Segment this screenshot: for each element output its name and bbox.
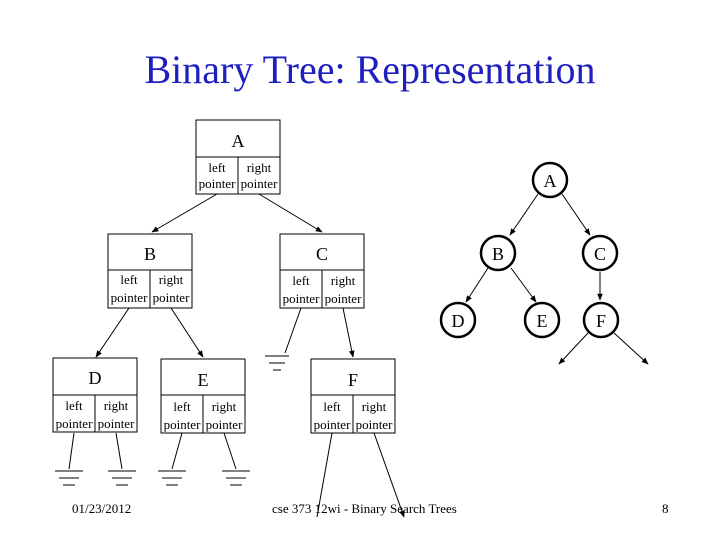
edge-A-C [561,193,591,236]
node-label-A: A [232,131,245,151]
edge-A-B [509,193,539,236]
node-label-B: B [144,244,156,264]
slide-title: Binary Tree: Representation [144,47,596,92]
edge-F-left [558,332,589,365]
tree-node-C: C [581,234,619,272]
tree-node-D: D [439,301,477,339]
pointer-A-to-C [258,193,323,233]
edge-B-E [510,267,537,303]
null-pointer-icon [108,432,136,486]
tree-node-B: B [479,234,517,272]
edge-F-right [613,332,649,365]
right-pointer-label: pointer [153,290,190,305]
right-pointer-label: right [159,272,184,287]
right-pointer-label: pointer [206,417,243,432]
node-label-E: E [198,370,209,390]
null-pointer-icon [265,307,302,371]
footer-course: cse 373 12wi - Binary Search Trees [272,501,457,516]
left-pointer-label: left [208,160,226,175]
tree-nodes: A B C D E F [439,161,620,339]
node-box-A: A left pointer right pointer [195,119,281,195]
null-pointer-icon [158,432,186,486]
right-pointer-label: right [247,160,272,175]
left-pointer-label: pointer [314,417,351,432]
svg-text:E: E [537,311,548,331]
right-pointer-label: pointer [241,176,278,191]
node-label-C: C [316,244,328,264]
left-pointer-label: left [323,399,341,414]
null-pointer-icon [222,432,250,486]
left-pointer-label: left [120,272,138,287]
node-label-F: F [348,370,358,390]
tree-node-F: F [582,301,620,339]
pointer-B-to-D [95,307,130,358]
footer-page-number: 8 [662,501,669,516]
pointer-B-to-E [170,307,204,358]
right-pointer-label: pointer [98,416,135,431]
left-pointer-label: pointer [111,290,148,305]
left-pointer-label: pointer [56,416,93,431]
tree-edges [465,193,649,365]
pointer-arrows [95,193,405,518]
svg-text:A: A [544,171,557,191]
pointer-F-right [373,432,405,518]
footer-date: 01/23/2012 [72,501,132,516]
svg-text:D: D [452,311,465,331]
right-pointer-label: right [212,399,237,414]
tree-node-A: A [531,161,569,199]
right-pointer-label: pointer [325,291,362,306]
left-pointer-label: pointer [164,417,201,432]
node-box-D: D left pointer right pointer [52,357,138,433]
right-pointer-label: right [104,398,129,413]
svg-text:F: F [596,311,606,331]
node-box-C: C left pointer right pointer [279,233,365,309]
left-pointer-label: pointer [199,176,236,191]
pointer-A-to-B [151,193,218,233]
null-pointers [55,307,302,486]
null-pointer-icon [55,432,83,486]
right-pointer-label: right [331,273,356,288]
left-pointer-label: left [65,398,83,413]
pointer-F-left [316,432,333,518]
svg-text:C: C [594,244,606,264]
pointer-C-to-F [342,307,355,358]
left-pointer-label: left [292,273,310,288]
node-box-B: B left pointer right pointer [107,233,193,309]
right-pointer-label: pointer [356,417,393,432]
right-pointer-label: right [362,399,387,414]
left-pointer-label: left [173,399,191,414]
node-box-E: E left pointer right pointer [160,358,246,434]
tree-node-E: E [523,301,561,339]
node-box-F: F left pointer right pointer [310,358,396,434]
edge-B-D [465,267,489,303]
node-label-D: D [89,368,102,388]
left-pointer-label: pointer [283,291,320,306]
svg-text:B: B [492,244,504,264]
